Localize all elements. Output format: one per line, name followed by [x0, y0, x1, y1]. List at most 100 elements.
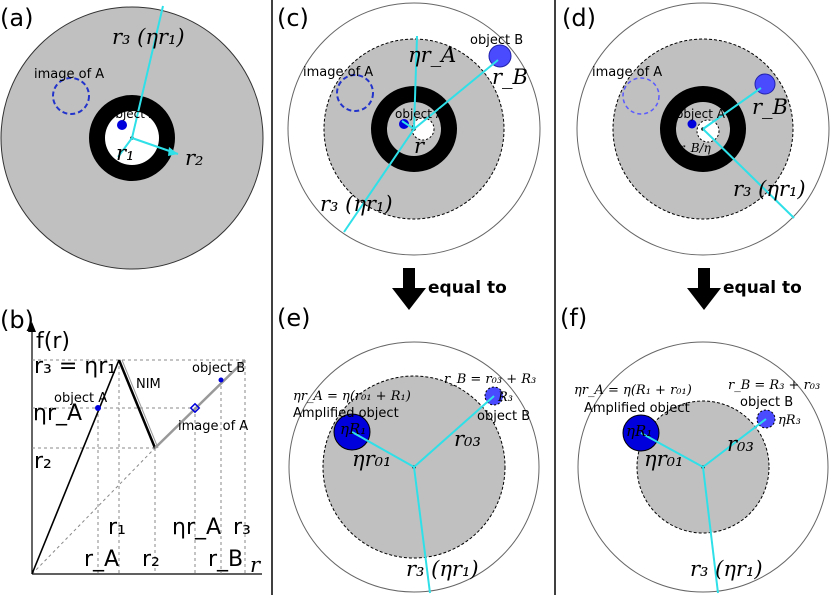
panel-f-amplified-label: Amplified object: [584, 401, 690, 416]
panel-b-ytick-etara: ηr_A: [33, 401, 82, 426]
panel-d-object-a-label: object A: [676, 107, 726, 121]
panel-e-r03-label: r₀₃: [454, 427, 481, 451]
panel-b-nim-label: NIM: [136, 377, 161, 392]
panel-b-xtick-rb: r_B: [208, 547, 243, 572]
panel-a-r1-label: r₁: [116, 141, 134, 165]
panel-b-guides: [31, 359, 246, 575]
panel-d: (d) image of A object A r_B r_B/η r₃ (ηr…: [562, 2, 830, 256]
panel-d-r3-line: [702, 128, 795, 219]
panel-c-r3-line: [343, 128, 415, 233]
panel-c-ra-line: [401, 120, 415, 130]
panel-e-r3cap: R₃: [497, 390, 513, 405]
panel-a-r2-label: r₂: [185, 146, 203, 170]
panel-b-outer-mapping: [154, 359, 246, 449]
panel-d-object-a: [687, 119, 697, 129]
panel-d-rb-label: r_B: [752, 95, 788, 119]
panel-b-xtick-r3: r₃: [233, 515, 251, 540]
panel-c-image-circle: [336, 74, 374, 112]
panel-b-image-a-point: [189, 402, 201, 414]
panel-b: (b) f(r) r₃ = ηr₁ ηr_A r₂: [0, 306, 262, 577]
panel-b-xtick-etara: ηr_A: [172, 515, 221, 540]
panel-c: (c) image of A object A object B ηr_A r_…: [277, 2, 541, 256]
panel-f-r01-line: [640, 432, 704, 468]
panel-d-rb-eta-line: [702, 120, 715, 130]
panel-e-eq-rb: r_B = r₀₃ + R₃: [444, 372, 536, 387]
panel-c-r3-label: r₃ (ηr₁): [320, 192, 393, 216]
panel-d-r3-label: r₃ (ηr₁): [733, 177, 806, 201]
panel-b-nim-mapping: [117, 359, 157, 449]
panel-c-image-label: image of A: [303, 65, 373, 80]
panel-c-object-b-label: object B: [470, 33, 523, 48]
panel-e-r01-line: [351, 431, 415, 468]
panel-e-r3-label: r₃ (ηr₁): [406, 557, 479, 581]
panel-f-r01-label: ηr₀₁: [644, 447, 683, 471]
panel-b-ytick-r3: r₃ = ηr₁: [34, 354, 116, 379]
panel-e-eta-r1: ηR₁: [340, 420, 366, 438]
panel-f-r03-line: [702, 418, 767, 468]
panel-f-r3-label: r₃ (ηr₁): [690, 557, 763, 581]
panel-f-object-b-label: object B: [740, 395, 793, 410]
equal-arrow-left-shaft: [403, 268, 415, 288]
equal-arrow-right-label: equal to: [723, 278, 802, 298]
panel-e-r3-line: [413, 466, 431, 594]
equal-arrow-right-head: [687, 288, 721, 310]
panel-d-inner-white: [696, 119, 720, 143]
equal-arrow-left-label: equal to: [428, 278, 507, 298]
panel-b-inner-mapping: [31, 359, 120, 575]
panel-a: (a) image of A object A r₃ (ηr₁) r₁ r₂: [0, 4, 264, 270]
panel-f-r3-line: [702, 466, 719, 594]
panel-b-image-a-label: image of A: [178, 419, 248, 434]
panel-f: (f) ηr_A = η(R₁ + r₀₁) r_B = R₃ + r₀₃ Am…: [560, 304, 829, 594]
panel-b-xtick-r1: r₁: [108, 515, 126, 540]
panel-b-object-a-label: object A: [54, 391, 107, 406]
panel-e-r03-line: [413, 395, 495, 468]
panel-c-label: (c): [277, 4, 309, 32]
panel-a-r3-label: r₃ (ηr₁): [112, 25, 185, 49]
panel-d-image-label: image of A: [592, 65, 662, 80]
panel-b-xtick-ra: r_A: [84, 547, 119, 572]
panel-b-ylabel: f(r): [36, 329, 70, 354]
equal-arrow-right: equal to: [687, 268, 802, 310]
panel-b-xtick-r2: r₂: [142, 547, 160, 572]
panel-f-eq-rb: r_B = R₃ + r₀₃: [728, 378, 820, 393]
panel-e: (e) ηr_A = η(r₀₁ + R₁) r_B = r₀₃ + R₃ Am…: [277, 304, 540, 594]
panel-f-eta-r1: ηR₁: [626, 422, 652, 440]
panel-b-xlabel: r: [250, 553, 262, 577]
panel-b-label: (b): [0, 306, 34, 334]
equal-arrow-left: equal to: [392, 268, 507, 310]
panel-e-r01-label: ηr₀₁: [352, 447, 391, 471]
panel-a-image-label: image of A: [34, 67, 104, 82]
panel-c-etara-line: [413, 35, 418, 130]
panel-c-ra-label: r_A: [414, 134, 450, 158]
panel-b-object-b-point: [218, 377, 224, 383]
panel-c-object-a: [399, 119, 409, 129]
panel-d-image-circle: [622, 77, 660, 115]
panel-a-r1-line: [117, 137, 133, 158]
panel-b-nim-shadow: [121, 359, 159, 449]
panel-f-r03-label: r₀₃: [727, 432, 754, 456]
panel-c-rb-line: [413, 59, 499, 130]
panel-a-object: [117, 120, 127, 130]
panel-a-object-label: object A: [108, 107, 158, 121]
panel-b-y-arrow: [28, 322, 36, 332]
panel-c-object-b: [488, 44, 512, 68]
panel-a-label: (a): [0, 4, 33, 32]
panel-e-eq-ra: ηr_A = η(r₀₁ + R₁): [293, 389, 411, 404]
panel-c-object-a-label: object A: [395, 107, 445, 121]
panel-f-eq-ra: ηr_A = η(R₁ + r₀₁): [574, 383, 692, 398]
panel-e-amplified-label: Amplified object: [293, 406, 399, 421]
panel-a-r3-line: [131, 5, 164, 139]
panel-b-object-b-label: object B: [192, 361, 245, 376]
panel-e-label: (e): [277, 304, 311, 332]
panel-c-inner-white: [411, 117, 435, 141]
equal-arrow-right-shaft: [698, 268, 710, 288]
panel-a-image-circle: [52, 77, 90, 115]
panel-f-eta-r3: ηR₃: [778, 413, 801, 428]
panel-e-object-b-label: object B: [477, 409, 530, 424]
panel-d-label: (d): [562, 4, 596, 32]
panel-d-rb-eta-label: r_B/η: [679, 141, 712, 155]
panel-f-label: (f): [560, 304, 587, 332]
panel-b-ytick-r2: r₂: [34, 449, 52, 474]
